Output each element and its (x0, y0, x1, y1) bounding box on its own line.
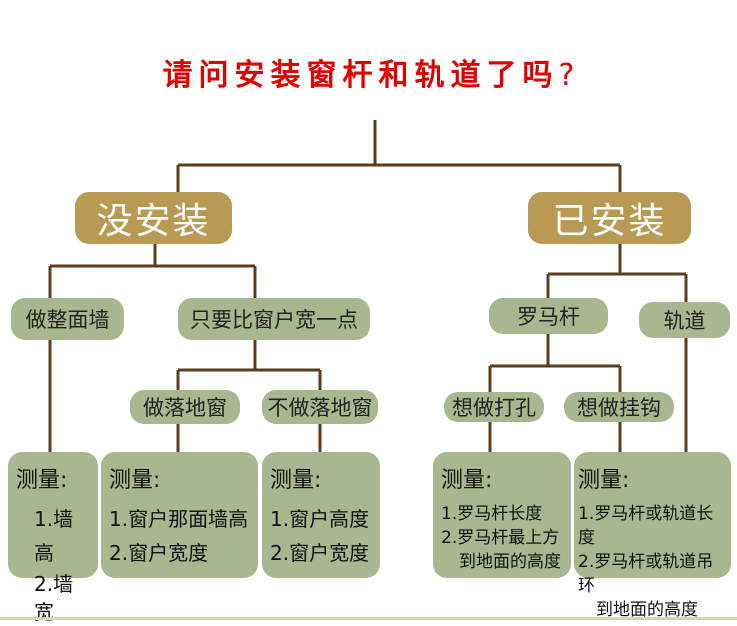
card-line: 2.罗马杆最上方 (441, 528, 560, 548)
branch-not-installed: 没安装 (75, 192, 232, 244)
card-line: 2.窗户宽度 (109, 541, 209, 565)
card-line: 到地面的高度 (596, 600, 698, 620)
node-drill: 想做打孔 (444, 392, 544, 422)
branch-installed: 已安装 (528, 192, 691, 244)
diagram-title: 请问安装窗杆和轨道了吗? (0, 50, 737, 94)
node-track: 轨道 (639, 302, 730, 338)
card-heading: 测量: (578, 468, 630, 493)
node-non-floor-window: 不做落地窗 (262, 390, 378, 424)
node-whole-wall: 做整面墙 (11, 298, 124, 340)
card-floor-window: 测量: 1.窗户那面墙高 2.窗户宽度 (101, 452, 258, 578)
card-line: 1.罗马杆长度 (441, 504, 543, 524)
card-heading: 测量: (270, 468, 322, 493)
card-line: 1.窗户高度 (270, 507, 370, 531)
card-line: 1.墙高 (34, 507, 74, 565)
card-line: 1.窗户那面墙高 (109, 507, 249, 531)
node-slightly-wider: 只要比窗户宽一点 (178, 298, 370, 340)
card-drill: 测量: 1.罗马杆长度 2.罗马杆最上方 到地面的高度 (433, 452, 571, 578)
title-text: 请问安装窗杆和轨道了吗 (162, 58, 559, 93)
card-heading: 测量: (109, 468, 161, 493)
card-non-floor-window: 测量: 1.窗户高度 2.窗户宽度 (262, 452, 380, 578)
card-whole-wall: 测量: 1.墙高 2.墙宽 (8, 452, 98, 624)
card-heading: 测量: (16, 468, 68, 493)
node-floor-window: 做落地窗 (130, 390, 240, 424)
card-heading: 测量: (441, 468, 493, 493)
footer-divider (0, 617, 737, 620)
card-line: 2.罗马杆或轨道吊环 (578, 552, 714, 596)
card-line: 1.罗马杆或轨道长度 (578, 504, 714, 548)
card-hook: 测量: 1.罗马杆或轨道长度 2.罗马杆或轨道吊环 到地面的高度 (574, 452, 731, 620)
node-hook: 想做挂钩 (564, 392, 674, 422)
card-line: 2.窗户宽度 (270, 541, 370, 565)
card-line: 到地面的高度 (459, 552, 561, 572)
question-mark: ? (558, 58, 575, 93)
node-roman-rod: 罗马杆 (489, 298, 608, 334)
